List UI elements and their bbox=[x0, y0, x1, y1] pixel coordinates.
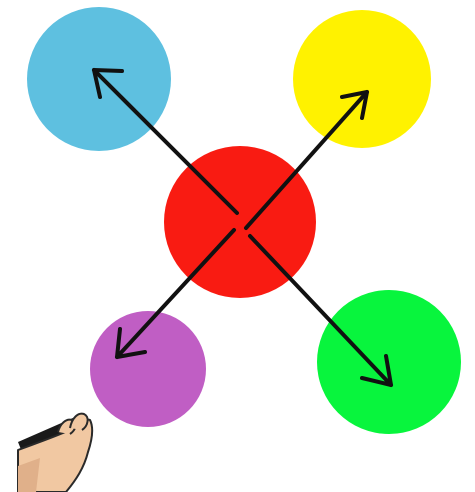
hand-holding-marker-icon bbox=[18, 414, 92, 492]
top-left-circle bbox=[27, 7, 171, 151]
bottom-left-circle bbox=[90, 311, 206, 427]
center-circle bbox=[164, 146, 316, 298]
top-right-circle bbox=[293, 10, 431, 148]
